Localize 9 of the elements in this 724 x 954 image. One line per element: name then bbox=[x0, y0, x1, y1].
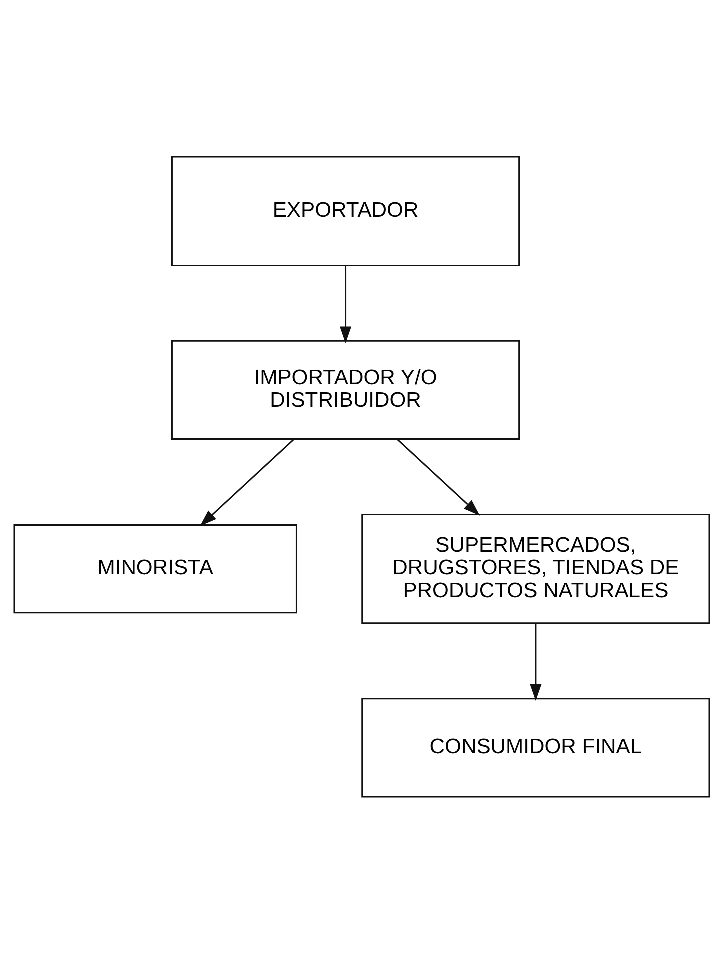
arrow bbox=[530, 624, 542, 702]
arrow bbox=[200, 438, 295, 526]
node-box: CONSUMIDOR FINAL bbox=[362, 698, 710, 798]
node-box: MINORISTA bbox=[14, 524, 298, 614]
node-box: EXPORTADOR bbox=[171, 156, 520, 266]
node-box: SUPERMERCADOS, DRUGSTORES, TIENDAS DE PRODUCTOS NATURALES bbox=[362, 514, 710, 624]
arrow bbox=[340, 266, 352, 344]
arrow bbox=[396, 438, 480, 516]
node-box: IMPORTADOR Y/O DISTRIBUIDOR bbox=[171, 340, 520, 440]
